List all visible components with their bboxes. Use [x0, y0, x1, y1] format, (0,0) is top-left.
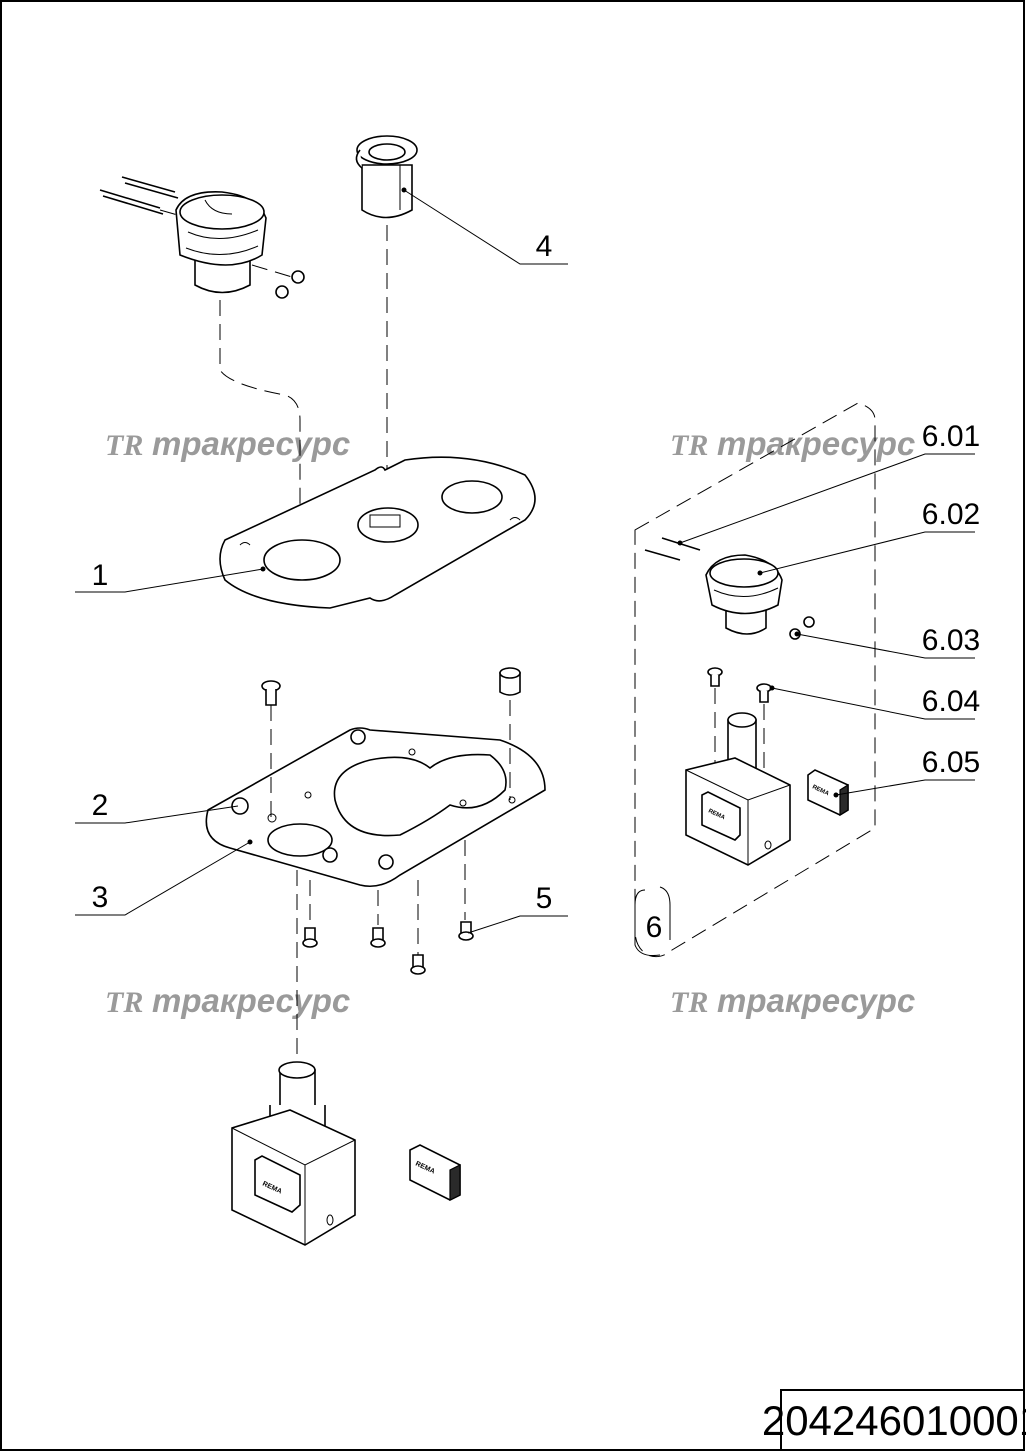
drawing-number-box: 204246010001	[762, 1389, 1026, 1451]
watermark-top-left: TR тракресурс	[105, 425, 350, 462]
watermark-bottom-right: TR тракресурс	[670, 982, 915, 1019]
callout-label: 5	[536, 882, 553, 915]
callout-1: 1	[75, 559, 264, 593]
callout-label: 6.04	[922, 685, 980, 718]
callout-label: 3	[92, 881, 109, 914]
base-plate-part-3	[205, 667, 546, 888]
watermark-text: тракресурс	[717, 982, 915, 1019]
callout-6: 6	[646, 911, 663, 944]
drawing-number: 204246010001	[762, 1397, 1026, 1444]
callout-6-03: 6.03	[796, 624, 980, 659]
callout-6-02: 6.02	[759, 498, 980, 574]
main-switch: REMA REMA	[231, 1061, 461, 1246]
cap-screw	[499, 667, 521, 696]
callout-label: 6.02	[922, 498, 980, 531]
callout-6-04: 6.04	[771, 685, 980, 720]
callout-label: 6.01	[922, 420, 980, 453]
watermark-text: тракресурс	[717, 425, 915, 462]
watermark-text: тракресурс	[152, 425, 350, 462]
watermark-logo: TR	[670, 429, 708, 462]
countersunk-screw	[261, 680, 281, 706]
watermark-bottom-left: TR тракресурс	[105, 982, 350, 1019]
watermark-logo: TR	[670, 986, 708, 1019]
top-plate-part-1	[219, 456, 536, 609]
callout-label: 1	[92, 559, 109, 592]
knob-assembly	[99, 176, 305, 545]
callout-label: 4	[536, 230, 553, 263]
callout-3: 3	[75, 841, 251, 916]
callout-2: 2	[75, 789, 239, 824]
watermark-logo: TR	[105, 429, 143, 462]
watermark-top-right: TR тракресурс	[670, 425, 915, 462]
callout-label: 6.05	[922, 746, 980, 779]
sub-assembly-6: REMA REMA	[634, 402, 876, 958]
callout-6-05: 6.05	[835, 746, 980, 796]
callout-6-01: 6.01	[679, 420, 980, 544]
callout-label: 2	[92, 789, 109, 822]
watermark-logo: TR	[105, 986, 143, 1019]
callout-5: 5	[467, 882, 568, 934]
watermark-text: тракресурс	[152, 982, 350, 1019]
bottom-screws	[296, 840, 474, 1060]
callout-label: 6.03	[922, 624, 980, 657]
callout-label: 6	[646, 911, 663, 944]
callout-4: 4	[403, 189, 568, 265]
